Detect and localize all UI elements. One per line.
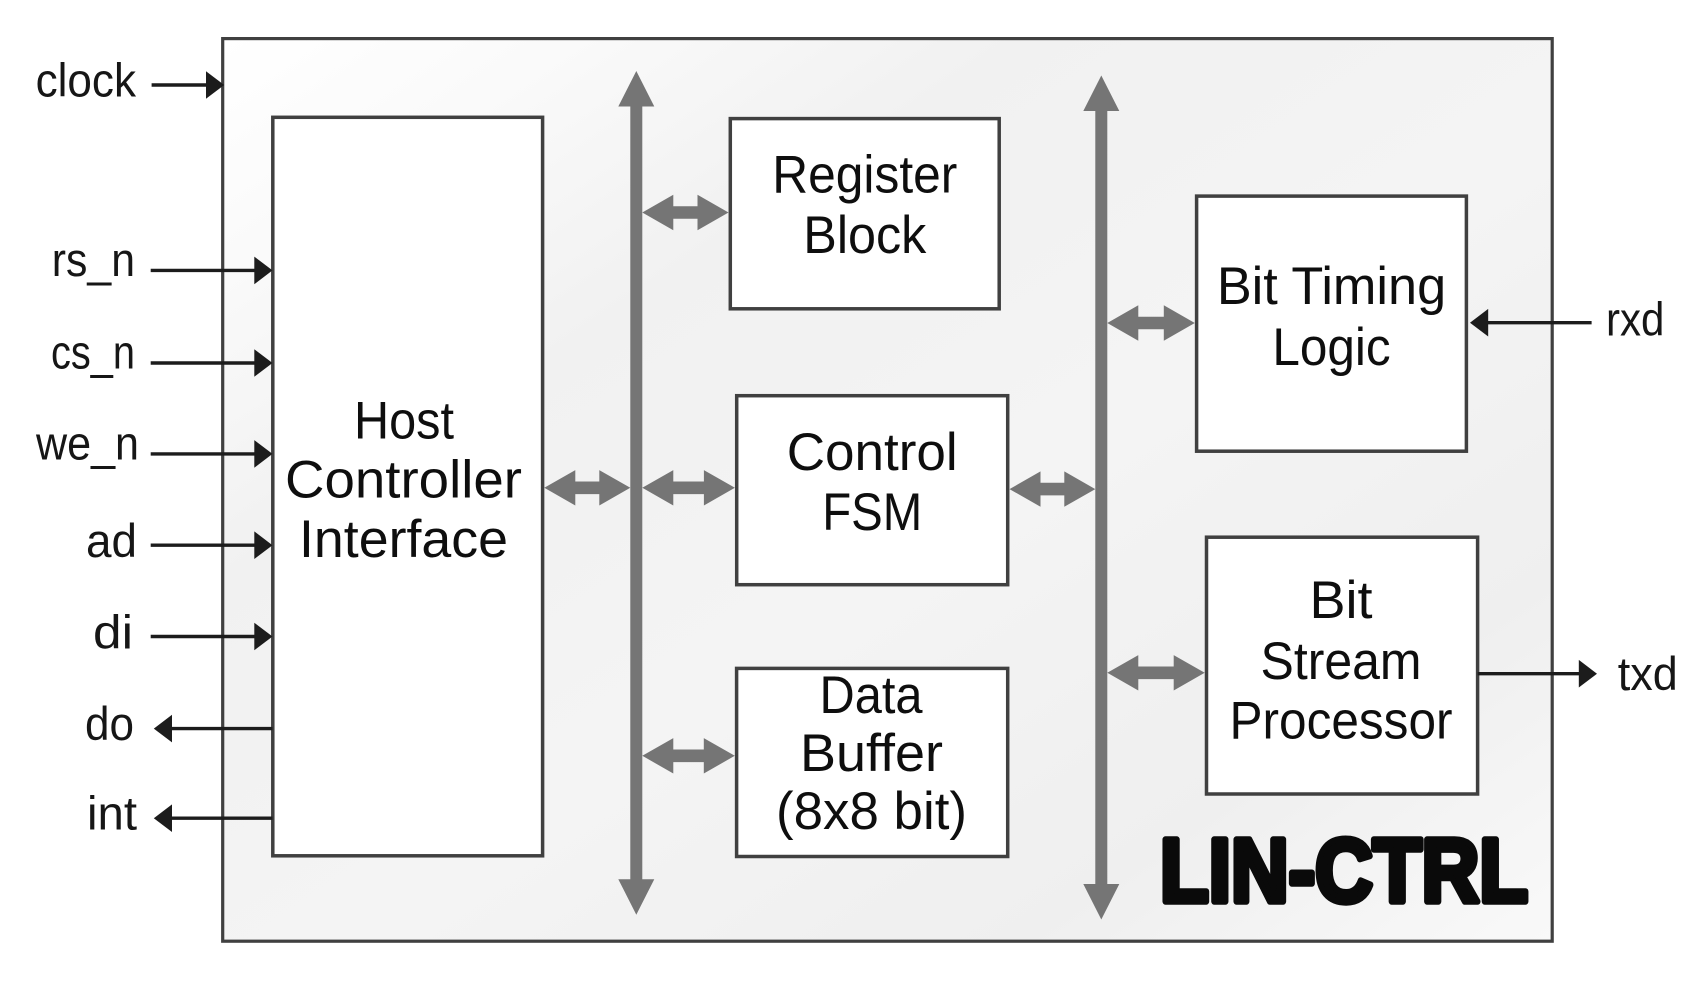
svg-text:Logic: Logic <box>1272 318 1390 377</box>
svg-text:Controller: Controller <box>285 451 522 510</box>
svg-text:Stream: Stream <box>1261 632 1422 691</box>
svg-text:clock: clock <box>36 53 137 106</box>
svg-text:di: di <box>93 605 133 658</box>
svg-text:Bit: Bit <box>1310 571 1373 630</box>
svg-text:Processor: Processor <box>1230 692 1453 751</box>
svg-text:Interface: Interface <box>299 510 508 569</box>
svg-text:int: int <box>87 787 137 840</box>
svg-text:Register: Register <box>772 145 957 204</box>
svg-text:(8x8 bit): (8x8 bit) <box>776 782 967 841</box>
svg-text:FSM: FSM <box>822 483 922 542</box>
svg-text:Control: Control <box>787 423 958 482</box>
svg-text:LIN-CTRL: LIN-CTRL <box>1160 821 1528 921</box>
svg-text:rs_n: rs_n <box>52 233 135 286</box>
svg-text:Bit Timing: Bit Timing <box>1217 257 1446 316</box>
svg-text:rxd: rxd <box>1606 292 1664 345</box>
svg-text:txd: txd <box>1618 647 1678 700</box>
svg-text:we_n: we_n <box>35 416 139 469</box>
svg-text:Host: Host <box>354 392 454 451</box>
svg-text:Data: Data <box>820 666 923 725</box>
svg-text:cs_n: cs_n <box>51 325 135 378</box>
svg-text:do: do <box>85 697 134 750</box>
svg-text:Buffer: Buffer <box>800 724 943 783</box>
svg-text:ad: ad <box>86 514 137 567</box>
svg-text:Block: Block <box>803 206 926 265</box>
